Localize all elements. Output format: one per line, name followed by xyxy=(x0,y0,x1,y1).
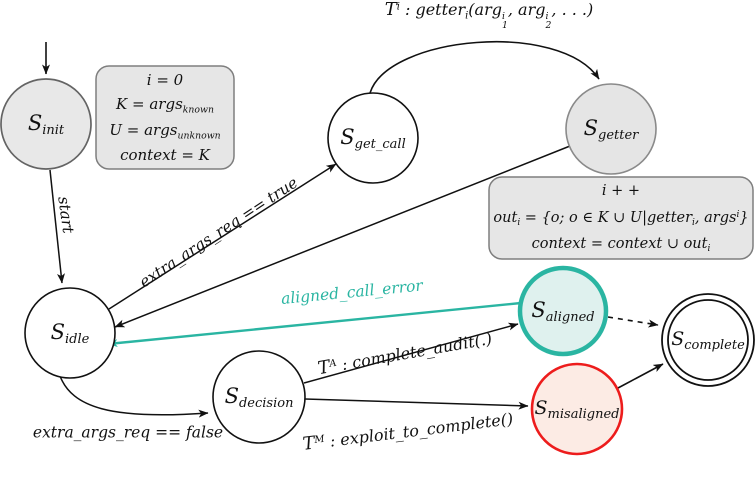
getter-note-l2e: , args xyxy=(694,209,737,226)
getter-note-l3a: context = context ∪ out xyxy=(531,236,708,253)
state-get-call-main: S xyxy=(340,124,355,149)
state-complete-label: Scomplete xyxy=(671,327,745,354)
state-decision-circle xyxy=(212,350,306,444)
state-get-call-sub: get_call xyxy=(354,137,406,153)
edge-label-extra-args-false: extra_args_req == false xyxy=(32,423,224,442)
edge-decision-to-misaligned xyxy=(304,398,529,410)
ellipsis-text: , . . .) xyxy=(551,0,594,20)
edge-getter-to-idle xyxy=(114,145,571,328)
getter-note-l2c: = {o; o ∈ K ∪ U|getter xyxy=(520,209,693,226)
arg2-sup: i xyxy=(545,11,549,23)
note-line: K = argsknown xyxy=(116,92,214,117)
state-decision-sub: decision xyxy=(238,396,294,412)
note-line: i + + xyxy=(602,178,640,204)
state-getter-circle xyxy=(565,83,657,175)
arg2-text: , arg xyxy=(507,0,546,20)
state-idle-label: Sidle xyxy=(50,319,90,348)
getter-note-l2b: i xyxy=(517,217,521,228)
state-get-call-circle xyxy=(327,92,419,184)
getter-text: : getter xyxy=(399,0,466,20)
getter-note-box xyxy=(488,176,754,260)
edge-idle-to-get-call xyxy=(108,163,337,310)
state-init-label: Sinit xyxy=(27,110,65,139)
getter-note-l2g: } xyxy=(739,209,749,226)
init-note-box xyxy=(95,65,235,170)
state-complete-outer-circle xyxy=(661,293,755,387)
state-misaligned-circle xyxy=(530,362,624,456)
edge-aligned-to-complete-dashed xyxy=(607,316,659,328)
state-aligned-circle xyxy=(517,265,609,357)
getter-subscript: i xyxy=(465,10,469,22)
state-complete-sub: complete xyxy=(684,338,745,354)
init-note-l2: K = args xyxy=(116,95,183,114)
state-getter-sub: getter xyxy=(598,128,639,144)
init-note-text: i = 0 K = argsknown U = argsunknown cont… xyxy=(96,66,234,169)
arg1-text: (arg xyxy=(468,0,502,20)
init-note-l2-sub: known xyxy=(182,104,214,116)
state-aligned-main: S xyxy=(531,297,546,322)
arg1-sub: 1 xyxy=(501,20,508,32)
getter-note-l2a: out xyxy=(493,209,518,226)
state-getter-main: S xyxy=(583,115,599,140)
state-idle-sub: idle xyxy=(65,332,90,348)
state-idle-circle xyxy=(24,287,116,379)
state-idle-main: S xyxy=(50,319,66,344)
note-line: context = context ∪ outi xyxy=(532,231,711,257)
script-t: T xyxy=(384,0,397,21)
getter-note-l2d: i xyxy=(692,217,695,228)
state-getter-label: Sgetter xyxy=(583,115,639,144)
init-note-l4: context = K xyxy=(120,145,210,164)
getter-note-l1: i + + xyxy=(601,183,641,200)
state-complete-inner-circle xyxy=(667,299,749,381)
edge-aligned-to-idle xyxy=(107,301,522,348)
note-line: outi = {o; o ∈ K ∪ U|getteri, argsi} xyxy=(493,205,748,231)
state-misaligned-label: Smisaligned xyxy=(534,396,620,423)
arg2-sub: 2 xyxy=(545,20,552,32)
edge-decision-to-aligned xyxy=(303,322,519,384)
edge-label-start: start xyxy=(54,195,78,235)
edge-misaligned-to-complete xyxy=(617,363,664,389)
edge-get-call-to-getter xyxy=(369,40,600,94)
note-line: context = K xyxy=(120,143,210,167)
getter-note-l3b: i xyxy=(707,244,711,255)
init-note-l1: i = 0 xyxy=(146,70,184,89)
getter-note-text: i + + outi = {o; o ∈ K ∪ U|getteri, args… xyxy=(489,177,753,259)
edge-idle-to-decision xyxy=(59,375,209,418)
getter-note-l2f: i xyxy=(736,209,740,220)
state-init-sub: init xyxy=(42,123,65,139)
state-aligned-label: Saligned xyxy=(531,297,595,326)
init-note-l3-sub: unknown xyxy=(177,129,221,141)
state-init-circle xyxy=(0,78,92,170)
state-get-call-label: Sget_call xyxy=(340,124,406,153)
state-complete-main: S xyxy=(671,327,685,350)
state-misaligned-sub: misaligned xyxy=(547,407,620,423)
edge-init-to-idle xyxy=(49,169,65,284)
state-decision-main: S xyxy=(224,383,239,408)
init-note-l3: U = args xyxy=(109,120,178,139)
arg1-sup: i xyxy=(501,11,505,23)
note-line: i = 0 xyxy=(147,68,183,92)
state-misaligned-main: S xyxy=(534,396,548,419)
state-aligned-sub: aligned xyxy=(545,310,595,326)
note-line: U = argsunknown xyxy=(109,118,220,143)
state-decision-label: Sdecision xyxy=(224,383,294,412)
state-init-main: S xyxy=(27,110,43,135)
t-superscript: i xyxy=(396,1,400,13)
